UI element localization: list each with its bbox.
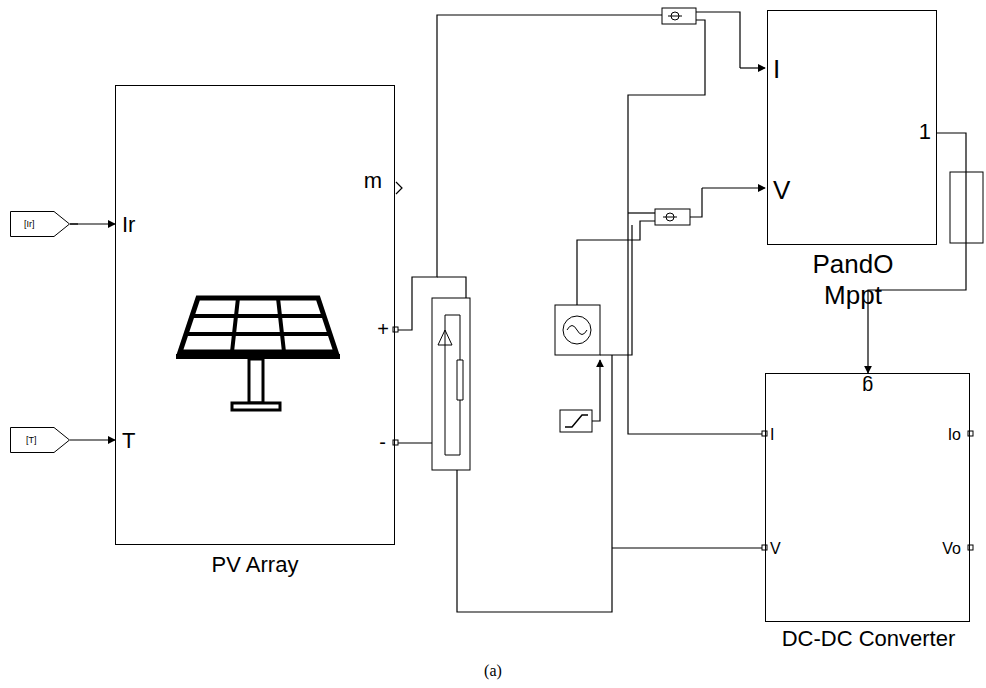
port-label: Vo	[942, 541, 961, 557]
port-label: Io	[948, 427, 961, 443]
mppt-block: IV1PandO Mppt	[767, 10, 937, 245]
solar-panel-icon	[176, 298, 340, 410]
block-name: PV Array	[116, 554, 394, 576]
port	[393, 440, 398, 445]
port	[968, 431, 973, 436]
port-label: m	[364, 170, 382, 192]
port-label: [Ir]	[24, 220, 35, 229]
wire	[628, 212, 655, 213]
goto-tag: [T]	[10, 427, 70, 453]
port-label: -	[379, 432, 386, 452]
diode-block	[432, 298, 470, 470]
port-label: 1	[919, 121, 931, 143]
dc-dc-converter-block: gIVIoVoDC-DC Converter	[765, 373, 970, 622]
block-name: DC-DC Converter	[746, 628, 986, 650]
wire	[690, 188, 702, 217]
port-label: T	[122, 430, 135, 452]
port-label: [T]	[26, 436, 37, 445]
voltage-source	[555, 305, 600, 355]
output-port	[396, 182, 402, 194]
wire	[612, 547, 765, 548]
port	[968, 545, 973, 550]
signal-line	[70, 223, 115, 224]
wire	[577, 221, 655, 305]
goto-tag: [Ir]	[10, 211, 70, 237]
wire	[600, 225, 632, 355]
port-label: V	[773, 177, 790, 203]
tag-outline	[10, 427, 70, 453]
port-label: Ir	[122, 214, 135, 236]
wire	[395, 15, 662, 330]
wire	[592, 360, 600, 421]
voltage-sensor	[655, 209, 690, 225]
wire	[395, 355, 612, 612]
port	[393, 327, 398, 332]
port-label: +	[377, 319, 389, 339]
signal-line	[70, 439, 115, 440]
port-label: I	[770, 427, 774, 443]
ramp-block	[560, 410, 592, 432]
port-label: V	[770, 541, 781, 557]
wire	[628, 20, 765, 434]
figure-caption: (a)	[0, 662, 986, 680]
wire	[437, 277, 466, 298]
port-label: g	[862, 377, 873, 397]
wire	[702, 187, 765, 188]
block-name: PandO Mppt	[793, 249, 913, 311]
current-sensor	[662, 8, 696, 24]
wire	[740, 67, 765, 68]
port-label: I	[773, 56, 780, 82]
pv-array-block: IrTm+-PV Array	[115, 85, 395, 545]
tag-outline	[10, 211, 70, 237]
